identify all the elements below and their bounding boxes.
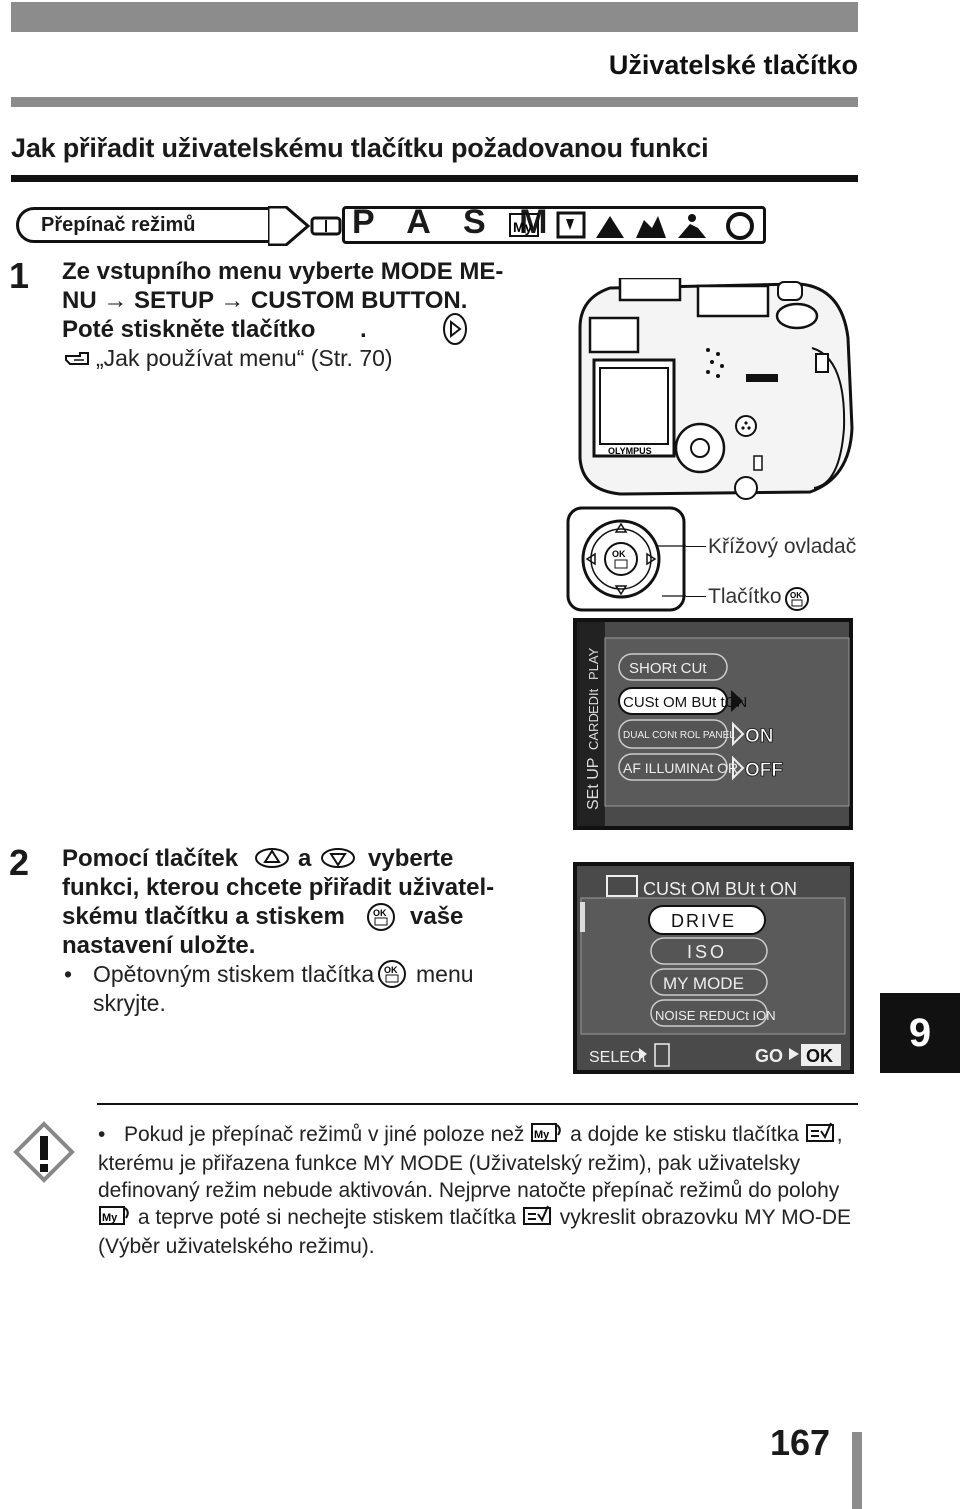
lcd1-item-dual-panel: DUAL CONt ROL PANEL <box>623 730 735 741</box>
top-bar <box>11 2 858 32</box>
step-1-line-2: NU → SETUP → CUSTOM BUTTON. <box>62 287 468 314</box>
ok-button-icon: OK <box>378 960 406 988</box>
warning-icon <box>13 1121 75 1183</box>
note-paragraph: • Pokud je přepínač režimů v jiné poloze … <box>98 1121 858 1260</box>
lcd1-item-shortcut: SHORt CUt <box>629 660 707 677</box>
lcd2-ok-label: OK <box>806 1046 833 1066</box>
callout-line-ok <box>686 596 706 597</box>
note-text-3: , kterému je přiřazena funkce MY MODE (U… <box>98 1123 843 1202</box>
bullet-dot: • <box>64 961 73 987</box>
cross-pad-closeup: OK <box>566 506 686 612</box>
lcd2-item-drive: DRIVE <box>671 911 736 931</box>
ok-button-callout: Tlačítko <box>708 585 782 608</box>
cross-pad-callout: Křížový ovladač <box>708 535 857 558</box>
svg-text:OK: OK <box>373 908 387 918</box>
lcd1-tab-setup: SEt UP <box>585 758 602 810</box>
lcd1-option-on: ON <box>745 726 774 747</box>
my-mode-icon: My <box>530 1121 564 1150</box>
mode-letters: P A S M <box>352 203 560 241</box>
header-rule <box>11 97 858 107</box>
section-title: Uživatelské tlačítko <box>608 50 858 80</box>
down-arrow-button-icon <box>321 848 355 868</box>
step-1-line-3: Poté stiskněte tlačítko <box>62 316 316 343</box>
lcd1-tab-play: PLAY <box>586 647 601 680</box>
callout-line-cross <box>686 546 706 547</box>
svg-text:My: My <box>102 1212 118 1224</box>
custom-button-icon <box>805 1121 837 1150</box>
lcd2-go-label: GO <box>755 1046 783 1066</box>
lcd1-tab-card: CARD <box>586 713 601 750</box>
ok-button-icon: OK <box>785 587 809 611</box>
lcd-custom-button: CUSt OM BUt t ON DRIVE ISO MY MODE NOISE… <box>573 862 854 1074</box>
step-2-line-3-a: skému tlačítku a stiskem <box>62 903 345 930</box>
step-2-line-4: nastavení uložte. <box>62 932 256 959</box>
lcd1-item-af-illuminator: AF ILLUMINAt OR <box>623 760 738 776</box>
right-arrow-button-icon <box>443 313 467 345</box>
step-2-line-2: funkci, kterou chcete přiřadit uživatel- <box>62 874 495 901</box>
note-bullet: • <box>98 1123 106 1147</box>
lcd1-tab-edit: EDIt <box>586 688 601 714</box>
note-text-2: a dojde ke stisku tlačítka <box>570 1123 799 1147</box>
my-mode-icon: My <box>98 1204 132 1233</box>
mode-dial-box <box>342 206 766 244</box>
up-arrow-button-icon <box>255 848 289 868</box>
step-1-reference: „Jak používat menu“ (Str. 70) <box>96 345 393 371</box>
note-rule <box>97 1103 858 1105</box>
lcd1-option-off: OFF <box>745 760 783 781</box>
svg-text:My: My <box>513 219 533 235</box>
lcd2-item-my-mode: MY MODE <box>663 974 744 993</box>
custom-button-icon <box>522 1204 554 1233</box>
svg-text:OK: OK <box>790 591 802 600</box>
lcd2-item-noise-reduction: NOISE REDUCt ION <box>655 1008 776 1023</box>
pointing-hand-icon <box>65 352 89 365</box>
note-text-5: vykreslit obrazovku MY MO-DE (Výběr uživ… <box>98 1206 852 1258</box>
pad-ok-label: OK <box>612 549 626 559</box>
mode-dial-label: Přepínač režimů <box>16 207 271 243</box>
note-text-4: a teprve poté si nechejte stiskem tlačít… <box>137 1206 517 1230</box>
step-2-bullet-b: menu <box>416 961 474 987</box>
step-2-line-1-a: Pomocí tlačítek <box>62 845 239 872</box>
chapter-tab: 9 <box>880 993 960 1073</box>
arrow-right-icon <box>268 206 342 246</box>
step-1-line-1: Ze vstupního menu vyberte MODE ME- <box>62 258 504 285</box>
lcd2-item-iso: ISO <box>687 942 727 962</box>
step-1-period: . <box>360 316 367 343</box>
camera-illustration: OLYMPUS <box>578 278 854 500</box>
step-2-bullet-c: skryjte. <box>93 990 166 1016</box>
camera-brand: OLYMPUS <box>608 446 652 456</box>
scene-mode-icons: My <box>509 211 754 240</box>
lcd-setup-menu: SEt UP CARD EDIt PLAY SHORt CUt CUSt OM … <box>573 618 853 830</box>
ok-button-icon: OK <box>367 903 395 931</box>
svg-text:My: My <box>534 1129 550 1141</box>
note-text-1: Pokud je přepínač režimů v jiné poloze n… <box>124 1123 525 1147</box>
lcd1-item-custom-button: CUSt OM BUt tON <box>623 694 747 711</box>
heading-rule <box>11 175 858 182</box>
step-2-line-1-b: a <box>298 845 312 872</box>
page-number-bar <box>852 1432 862 1509</box>
svg-text:OK: OK <box>384 965 398 975</box>
step-2-number: 2 <box>9 842 30 883</box>
step-1-number: 1 <box>9 255 30 296</box>
step-2-line-3-b: vaše <box>410 903 464 930</box>
lcd2-title: CUSt OM BUt t ON <box>643 879 797 899</box>
page-heading: Jak přiřadit uživatelskému tlačítku poža… <box>11 133 709 163</box>
step-2-line-1-c: vyberte <box>368 845 454 872</box>
page-number: 167 <box>770 1422 831 1463</box>
step-2-bullet-a: Opětovným stiskem tlačítka <box>93 961 375 987</box>
lcd2-select-label: SELECt <box>589 1049 646 1066</box>
